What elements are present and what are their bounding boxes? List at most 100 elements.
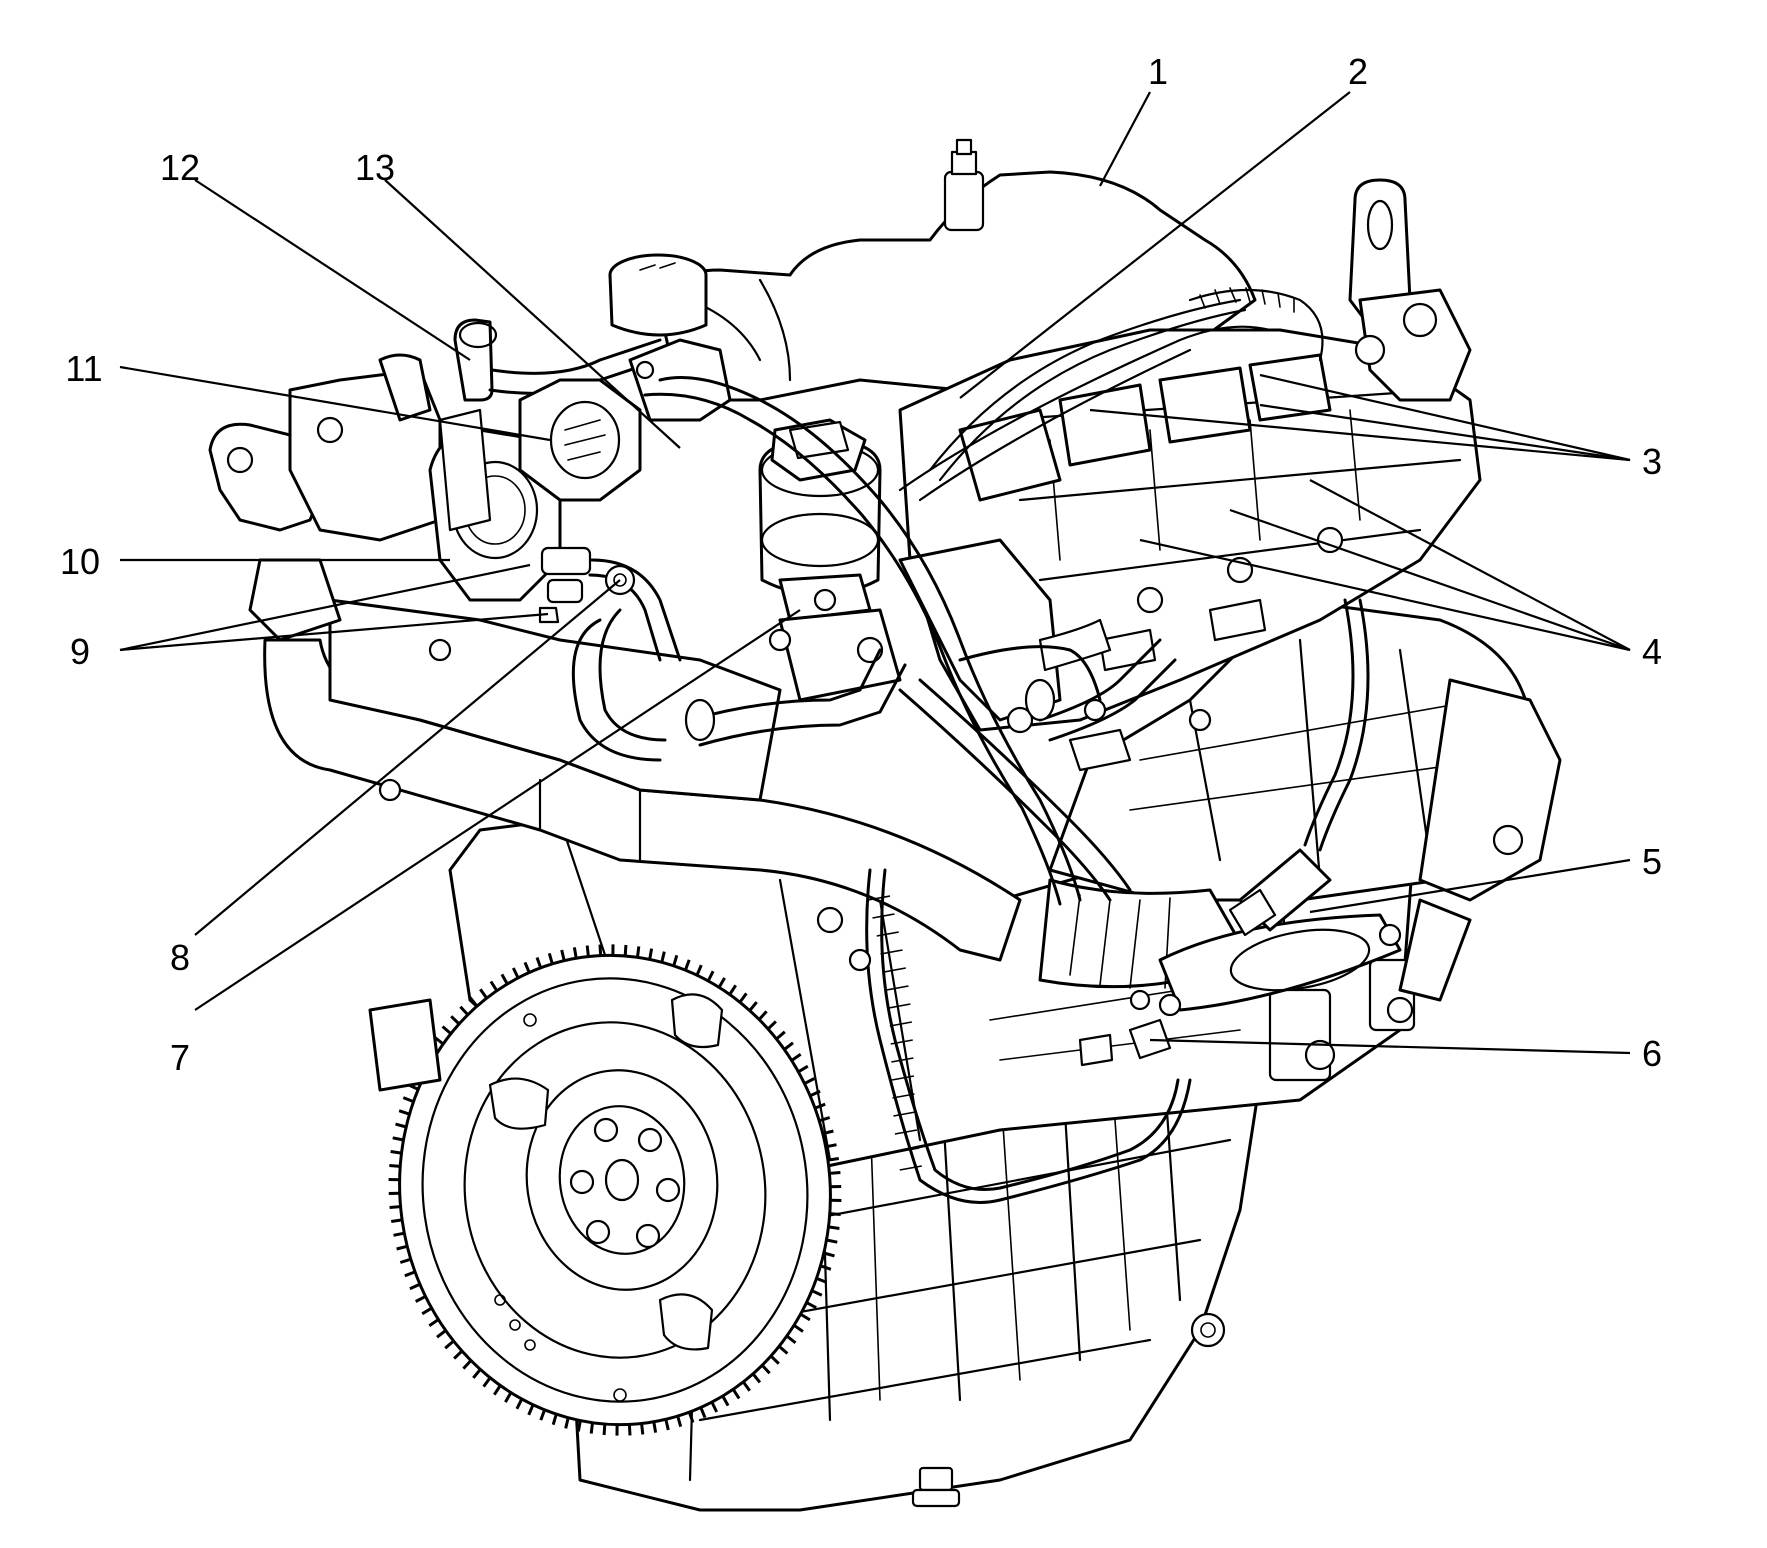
ring-gear-tooth — [472, 1368, 482, 1379]
ring-gear-tooth — [482, 1376, 492, 1388]
ring-gear-tooth — [766, 1020, 777, 1031]
oxygen-sensor-upper — [1228, 598, 1370, 937]
ring-gear-tooth — [441, 1025, 452, 1035]
leader-4b — [1229, 508, 1631, 652]
ring-gear-tooth — [572, 947, 578, 959]
misc-bolts — [368, 708, 1212, 1092]
harness-wrap-tick — [896, 1147, 920, 1153]
harness-wrap-tick — [891, 1075, 914, 1081]
harness-wrap-tick — [892, 1093, 915, 1099]
flywheel-ring-gear — [388, 944, 842, 1436]
callout-7: 7 — [170, 1037, 190, 1078]
ring-gear-tooth — [829, 1212, 841, 1216]
leader-13 — [384, 179, 681, 449]
ring-gear-tooth — [751, 1372, 762, 1384]
ring-gear-tooth — [652, 1421, 658, 1433]
callout-2: 2 — [1348, 51, 1368, 92]
ring-gear-tooth — [775, 1030, 786, 1041]
ring-gear-tooth — [811, 1289, 823, 1297]
callout-labels: 1 2 3 4 5 6 7 8 9 10 11 12 13 — [60, 51, 1662, 1078]
ring-gear-tooth — [444, 1339, 455, 1350]
ring-gear-tooth — [648, 948, 654, 960]
ring-gear-tooth — [761, 1364, 771, 1375]
ring-gear-tooth — [815, 1277, 828, 1284]
ring-gear-tooth — [790, 1053, 802, 1062]
ring-gear-tooth — [636, 946, 641, 958]
ring-gear-tooth — [560, 949, 566, 962]
leader-7 — [194, 609, 801, 1011]
ring-gear-tooth — [450, 1015, 461, 1026]
ring-gear-tooth — [390, 1150, 402, 1155]
ring-gear-tooth — [660, 951, 666, 963]
ring-gear-tooth — [398, 1109, 410, 1116]
harness-wrap-tick — [889, 1021, 912, 1027]
ring-gear-tooth — [827, 1157, 840, 1162]
leader-3a — [1259, 373, 1631, 462]
ring-gear-tooth — [627, 1424, 632, 1436]
ring-gear-tooth — [820, 1264, 832, 1271]
ring-gear-tooth — [459, 1005, 469, 1016]
callout-1: 1 — [1148, 51, 1168, 92]
ring-gear-tooth — [699, 1406, 707, 1419]
drain-plug — [911, 1466, 961, 1508]
ring-gear-tooth — [393, 1231, 405, 1237]
ring-gear-tooth — [428, 1318, 440, 1327]
harness-wrap-tick — [891, 1057, 914, 1063]
ring-gear-tooth — [825, 1143, 837, 1149]
harness-wrap-tick — [893, 1111, 916, 1117]
left-accessory-bracket — [208, 353, 452, 662]
vacuum-hoses — [538, 546, 682, 662]
ring-gear-tooth — [738, 992, 748, 1004]
ring-gear-tooth — [598, 944, 603, 956]
callout-8: 8 — [170, 937, 190, 978]
ring-gear-tooth — [803, 1077, 815, 1085]
ring-gear-tooth — [415, 1295, 427, 1303]
ring-gear-tooth — [695, 964, 703, 976]
ring-gear-tooth — [809, 1089, 821, 1098]
leader-6 — [1149, 1038, 1631, 1055]
ring-gear-tooth — [676, 1415, 683, 1428]
ring-gear-tooth — [828, 1225, 840, 1230]
ring-gear-tooth — [706, 970, 715, 982]
ring-gear-tooth — [757, 1010, 768, 1021]
ring-gear-tooth — [721, 1395, 730, 1407]
flywheel-bolts — [569, 1117, 681, 1249]
ring-gear-tooth — [493, 1384, 502, 1396]
ring-gear-tooth — [399, 1257, 412, 1264]
leader-9a — [119, 563, 531, 652]
coolant-hoses — [571, 608, 1177, 902]
iac-valve — [518, 378, 642, 502]
callout-5: 5 — [1642, 841, 1662, 882]
leader-3c — [1259, 403, 1631, 462]
ring-gear-tooth — [551, 1413, 558, 1426]
ring-gear-tooth — [672, 954, 679, 967]
ring-gear-tooth — [389, 1205, 401, 1209]
ring-gear-tooth — [783, 1041, 794, 1051]
harness-wrap-tick — [890, 1039, 913, 1045]
ring-gear-tooth — [504, 1391, 513, 1403]
ring-gear-tooth — [585, 945, 590, 957]
engine-lift-bracket — [1348, 178, 1472, 402]
ring-gear-tooth — [589, 1422, 594, 1434]
ring-gear-tooth — [511, 967, 520, 979]
callout-13: 13 — [355, 147, 395, 188]
ring-gear-tooth — [822, 1129, 834, 1136]
ring-gear-tooth — [823, 1251, 835, 1258]
ring-gear-tooth — [404, 1270, 416, 1278]
ring-gear-tooth — [829, 1171, 841, 1175]
ring-gear-tooth — [523, 961, 531, 974]
harness-wrap-tick — [883, 967, 906, 973]
ring-gear-tooth — [436, 1329, 447, 1339]
ring-gear-tooth — [392, 1136, 404, 1142]
ring-gear-tooth — [799, 1312, 811, 1322]
callout-12: 12 — [160, 147, 200, 188]
ring-gear-tooth — [395, 1122, 407, 1129]
ring-gear-tooth — [500, 973, 509, 985]
harness-wrap-tick — [888, 1003, 911, 1009]
ring-gear-tooth — [683, 959, 691, 971]
ring-gear-tooth — [547, 952, 554, 965]
ring-gear-tooth — [515, 1398, 524, 1410]
ring-gear-tooth — [421, 1306, 433, 1316]
callout-9: 9 — [70, 631, 90, 672]
